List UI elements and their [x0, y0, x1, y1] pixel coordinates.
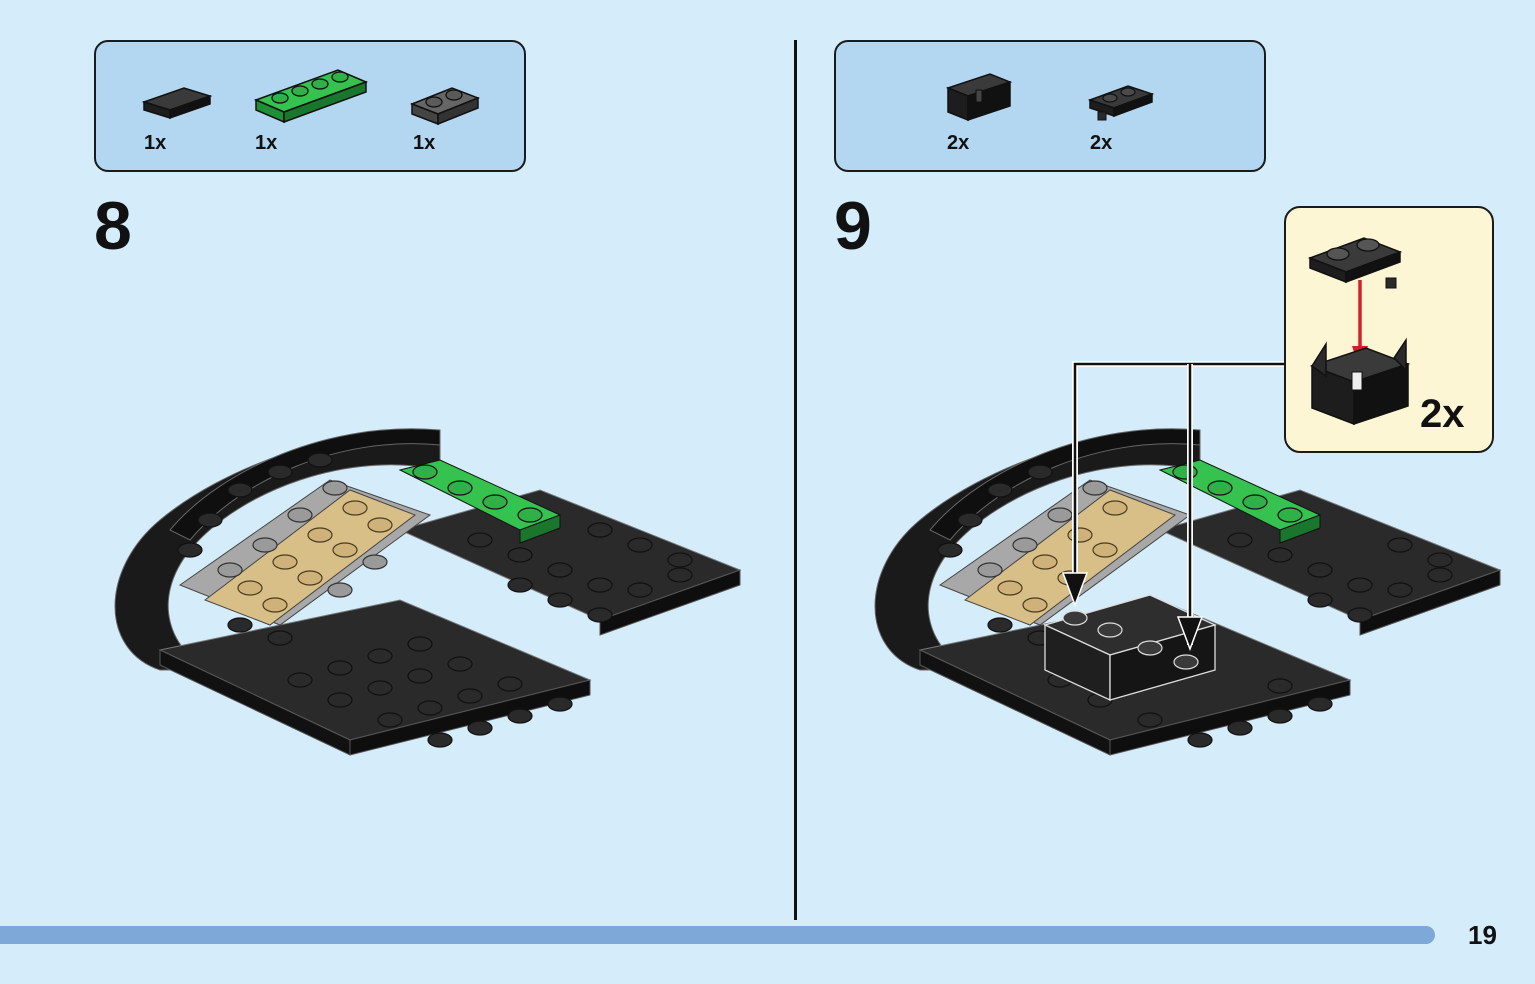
step9-part2-qty: 2x	[1090, 132, 1113, 154]
callout-hinge-base-icon	[1309, 337, 1411, 426]
page-divider	[794, 40, 797, 920]
step9-parts-box	[834, 40, 1266, 172]
step8-assembly-illustration	[114, 428, 742, 756]
step8-number: 8	[94, 188, 132, 264]
callout-hinge-plate-icon	[1307, 237, 1403, 289]
progress-bar	[0, 926, 1435, 944]
step9-number: 9	[834, 188, 872, 264]
placement-arrows	[1061, 361, 1285, 652]
step8-part2-qty: 1x	[255, 132, 278, 154]
black-hinge-plate-icon	[1087, 85, 1155, 121]
step9-part1-qty: 2x	[947, 132, 970, 154]
black-tile-1x2-icon	[141, 87, 213, 120]
black-hinge-base-icon	[945, 73, 1013, 122]
step9-assembly-illustration	[874, 428, 1502, 756]
green-plate-1x4-icon	[253, 69, 369, 124]
step8-part1-qty: 1x	[144, 132, 167, 154]
callout-qty: 2x	[1420, 392, 1465, 436]
step8-part3-qty: 1x	[413, 132, 436, 154]
page-number: 19	[1468, 920, 1497, 950]
dark-gray-plate-1x2-icon	[409, 87, 481, 126]
